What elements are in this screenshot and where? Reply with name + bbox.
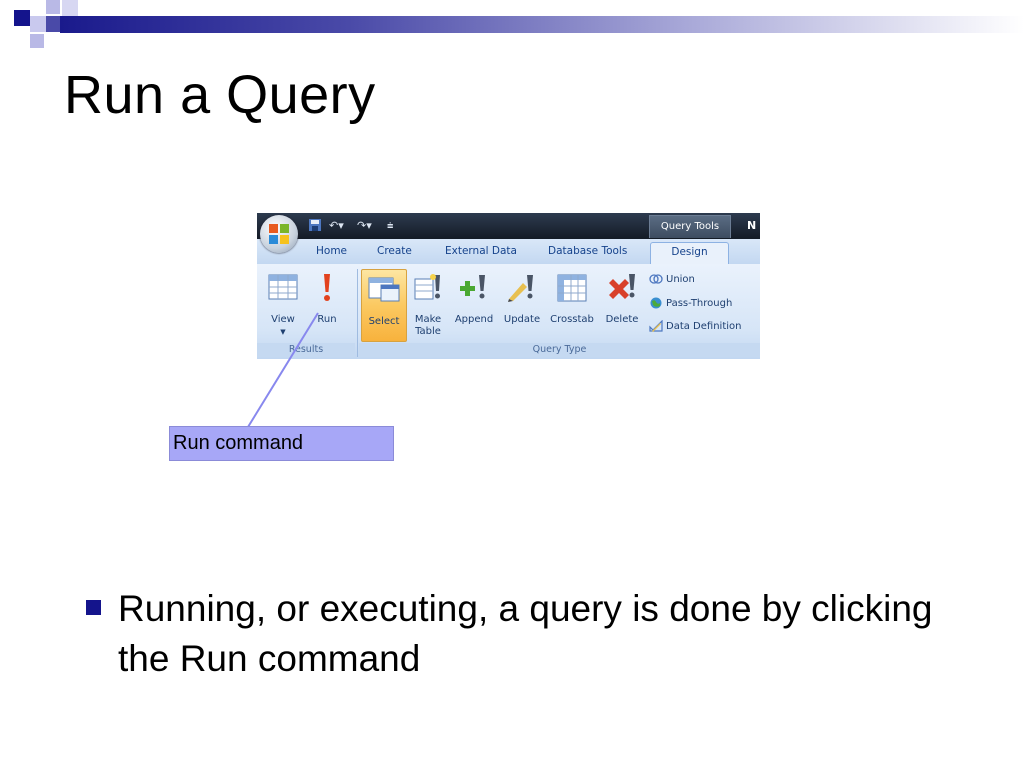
union-button[interactable]: Union (649, 273, 695, 287)
data-definition-label: Data Definition (666, 321, 742, 332)
quick-access-toolbar: ↶▾ ↷▾ ⩧ Query Tools N (257, 213, 760, 239)
office-button[interactable] (260, 215, 298, 253)
tab-design[interactable]: Design (650, 242, 729, 265)
append-label: Append (454, 314, 494, 325)
redo-icon[interactable]: ↷▾ (357, 219, 372, 232)
datasheet-view-icon (268, 274, 298, 300)
undo-icon[interactable]: ↶▾ (329, 219, 344, 232)
globe-icon (650, 297, 662, 309)
select-button[interactable]: Select (361, 269, 407, 342)
run-label: Run (317, 314, 337, 325)
title-bar-stripe (60, 16, 1024, 33)
bullet-text: Running, or executing, a query is done b… (118, 588, 933, 679)
append-icon (460, 275, 485, 299)
access-ribbon-screenshot: ↶▾ ↷▾ ⩧ Query Tools N Home Create Extern… (257, 213, 760, 359)
run-command-callout: Run command (169, 426, 394, 461)
union-label: Union (666, 274, 695, 285)
pass-through-label: Pass-Through (666, 298, 733, 309)
query-type-group-label: Query Type (359, 343, 760, 357)
select-label: Select (368, 316, 400, 327)
data-definition-button[interactable]: Data Definition (649, 320, 741, 334)
corner-decoration (0, 0, 80, 60)
tab-database-tools[interactable]: Database Tools (548, 245, 628, 257)
update-label: Update (503, 314, 541, 325)
update-pencil-icon (508, 275, 533, 302)
pass-through-button[interactable]: Pass-Through (649, 297, 732, 311)
ribbon-tabs: Home Create External Data Database Tools… (257, 239, 760, 265)
slide-title: Run a Query (64, 65, 376, 125)
make-table-label: Make Table (414, 314, 442, 337)
delete-button[interactable]: Delete (601, 271, 643, 326)
delete-x-icon (609, 274, 635, 299)
data-definition-icon (649, 320, 663, 332)
results-group-label: Results (257, 343, 355, 357)
delete-label: Delete (605, 314, 639, 325)
crosstab-button[interactable]: Crosstab (547, 271, 597, 326)
customize-qat-icon[interactable]: ⩧ (387, 219, 394, 232)
save-icon[interactable] (309, 219, 321, 233)
office-logo-icon (269, 224, 289, 244)
append-button[interactable]: Append (451, 271, 497, 326)
crosstab-icon (557, 274, 587, 302)
crosstab-label: Crosstab (550, 314, 594, 325)
tab-home[interactable]: Home (316, 245, 348, 257)
tab-external-data[interactable]: External Data (445, 245, 517, 257)
view-button[interactable]: View ▼ (262, 271, 304, 338)
make-table-icon (414, 274, 440, 300)
exclamation-run-icon (324, 274, 330, 301)
union-icon (649, 274, 663, 284)
run-button[interactable]: Run (307, 271, 347, 326)
query-tools-contextual-tab[interactable]: Query Tools (649, 215, 731, 238)
group-separator (357, 269, 358, 357)
make-table-button[interactable]: Make Table (408, 271, 448, 338)
square-bullet-icon (86, 600, 101, 615)
tab-create[interactable]: Create (377, 245, 412, 257)
chevron-down-icon: ▼ (280, 328, 286, 336)
select-query-icon (368, 277, 400, 302)
update-button[interactable]: Update (499, 271, 545, 326)
view-label: View (271, 314, 295, 325)
next-contextual-tab[interactable]: N (747, 219, 757, 232)
